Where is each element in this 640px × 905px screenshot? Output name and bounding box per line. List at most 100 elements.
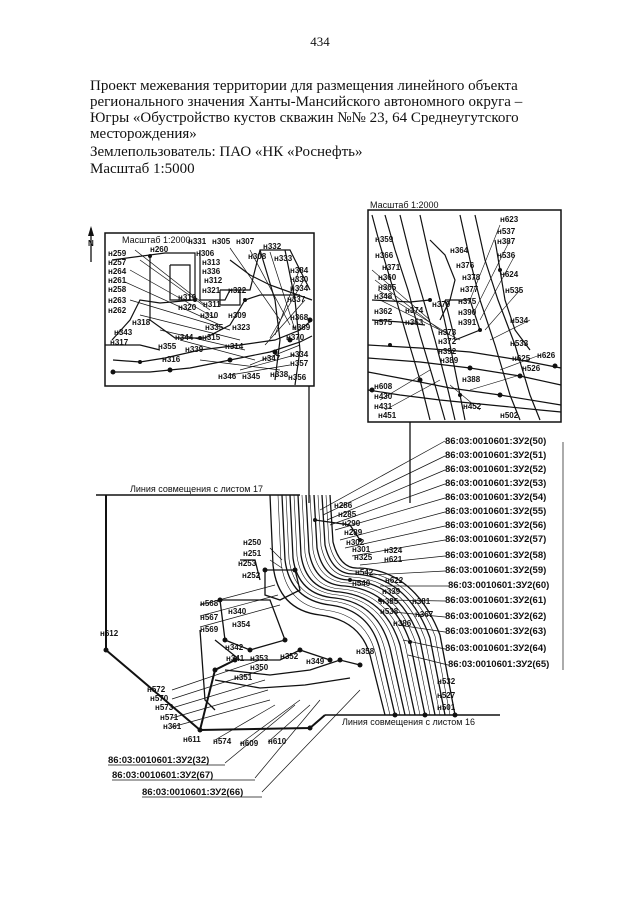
point-label: н260: [150, 245, 169, 254]
parcel-label: 86:03:0010601:ЗУ2(51): [445, 450, 546, 461]
point-label: н501: [437, 703, 456, 712]
point-label: н534: [510, 316, 529, 325]
point-label: н430: [374, 392, 393, 401]
point-label: н381: [412, 597, 431, 606]
point-label: н286: [334, 501, 353, 510]
point-label: н621: [384, 555, 403, 564]
point-label: н320: [178, 303, 197, 312]
point-label: н324: [384, 546, 403, 555]
point-label: н360: [378, 273, 397, 282]
point-label: н306: [196, 249, 215, 258]
parcel-label: 86:03:0010601:ЗУ2(60): [448, 580, 549, 591]
point-label: н346: [218, 372, 237, 381]
point-label: н502: [500, 411, 519, 420]
parcel-label: 86:03:0010601:ЗУ2(50): [445, 436, 546, 447]
parcel-label: 86:03:0010601:ЗУ2(63): [445, 626, 546, 637]
point-label: н333: [274, 254, 293, 263]
point-label: н305: [212, 237, 231, 246]
point-label: н373: [438, 328, 457, 337]
point-label: н356: [288, 373, 307, 382]
point-label: н372: [438, 337, 457, 346]
point-label: н348: [374, 292, 393, 301]
point-label: н536: [497, 251, 516, 260]
point-label: н352: [280, 652, 299, 661]
point-label: н575: [374, 318, 393, 327]
point-label: н250: [243, 538, 262, 547]
point-label: н535: [505, 286, 524, 295]
point-label: н532: [437, 677, 456, 686]
point-label: н623: [500, 215, 519, 224]
parcel-label: 86:03:0010601:ЗУ2(57): [445, 534, 546, 545]
parcel-label: 86:03:0010601:ЗУ2(67): [112, 770, 213, 781]
point-label: н317: [110, 338, 129, 347]
north-arrow-label: N: [88, 239, 94, 248]
map-scale: Масштаб 1:5000: [90, 161, 195, 177]
sheet-join-bottom: Линия совмещения с листом 16: [342, 717, 475, 727]
point-label: н368: [290, 313, 309, 322]
parcel-label: 86:03:0010601:ЗУ2(32): [108, 755, 209, 766]
point-label: н363: [405, 318, 424, 327]
parcel-label: 86:03:0010601:ЗУ2(66): [142, 787, 243, 798]
point-label: н384: [290, 266, 309, 275]
point-label: н355: [158, 342, 177, 351]
point-label: н334: [290, 350, 309, 359]
parcel-label: 86:03:0010601:ЗУ2(59): [445, 565, 546, 576]
point-label: н345: [242, 372, 261, 381]
point-label: н385: [380, 597, 399, 606]
point-label: н622: [385, 576, 404, 585]
point-label: н312: [204, 276, 223, 285]
point-label: н624: [500, 270, 519, 279]
point-label: н261: [108, 276, 127, 285]
point-label: н377: [460, 285, 479, 294]
point-label: н347: [262, 354, 281, 363]
point-label: н330: [290, 275, 309, 284]
point-label: н319: [178, 293, 197, 302]
inset-right-caption: Масштаб 1:2000: [370, 200, 439, 210]
point-label: н573: [155, 703, 174, 712]
point-label: н367: [415, 610, 434, 619]
point-label: н374: [405, 306, 424, 315]
point-label: н332: [263, 242, 282, 251]
point-label: н390: [458, 308, 477, 317]
point-label: н379: [432, 300, 451, 309]
parcel-label: 86:03:0010601:ЗУ2(58): [445, 550, 546, 561]
point-label: н307: [236, 237, 255, 246]
point-label: н262: [108, 306, 127, 315]
point-label: н351: [234, 673, 253, 682]
point-label: н540: [352, 579, 371, 588]
sheet-join-top: Линия совмещения с листом 17: [130, 484, 263, 494]
point-label: н251: [243, 549, 262, 558]
point-label: н343: [114, 328, 133, 337]
point-label: н323: [232, 323, 251, 332]
point-label: н609: [240, 739, 259, 748]
point-label: н569: [200, 625, 219, 634]
point-label: н527: [437, 691, 456, 700]
point-label: н252: [242, 571, 261, 580]
point-label: н259: [108, 249, 127, 258]
point-label: н610: [268, 737, 287, 746]
point-label: н572: [147, 685, 166, 694]
parcel-label: 86:03:0010601:ЗУ2(53): [445, 478, 546, 489]
point-label: н391: [458, 318, 477, 327]
point-label: н311: [203, 300, 221, 309]
point-label: н626: [537, 351, 556, 360]
point-label: н313: [202, 258, 221, 267]
point-label: н354: [232, 620, 251, 629]
point-label: н314: [225, 342, 244, 351]
document-header: Проект межевания территории для размещен…: [90, 78, 560, 177]
inset-connectors: [308, 386, 411, 503]
point-label: н389: [440, 356, 459, 365]
point-label: н386: [393, 619, 412, 628]
point-label: н344: [175, 333, 194, 342]
point-label: н338: [270, 370, 289, 379]
point-label: н452: [463, 402, 482, 411]
point-label: н366: [375, 251, 394, 260]
inset-left: Масштаб 1:2000: [104, 232, 315, 387]
point-label: н608: [374, 382, 393, 391]
parcel-label: 86:03:0010601:ЗУ2(56): [445, 520, 546, 531]
point-label: н341: [226, 654, 245, 663]
point-label: н387: [497, 237, 516, 246]
point-label: н353: [250, 654, 269, 663]
point-label: н357: [290, 359, 309, 368]
point-label: н325: [354, 553, 373, 562]
